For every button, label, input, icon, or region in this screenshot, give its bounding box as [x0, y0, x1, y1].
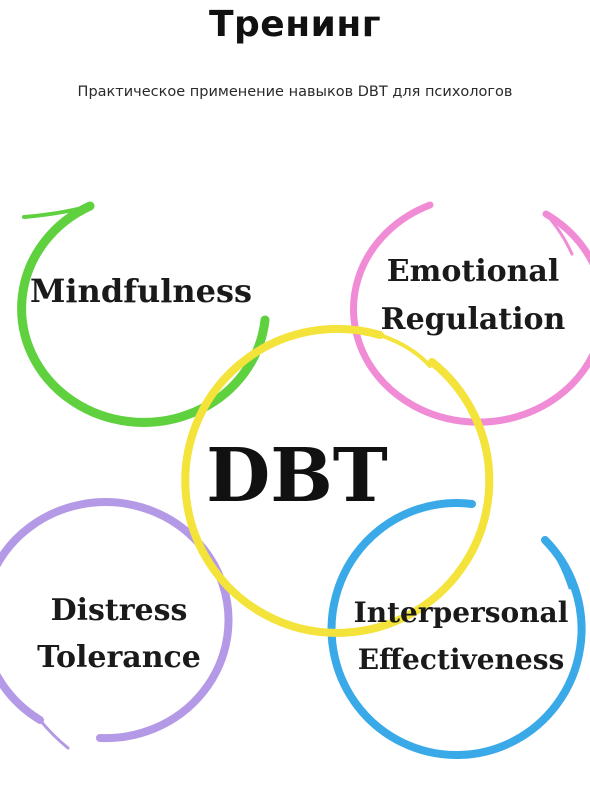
mindfulness-ring-stroke — [17, 201, 270, 427]
distress-tolerance-ring-tail — [38, 718, 70, 750]
distress-tolerance-ring — [0, 498, 233, 750]
emotional-regulation-ring-tail — [544, 212, 574, 256]
emotional-regulation-ring — [350, 201, 590, 426]
dbt-center-ring-tail — [378, 333, 432, 368]
mindfulness-ring-tail — [22, 204, 92, 219]
interpersonal-effectiveness-label-line-1: Interpersonal — [354, 596, 569, 629]
emotional-regulation-label-line-2: Regulation — [381, 302, 566, 337]
distress-tolerance-label-line-2: Tolerance — [37, 640, 201, 675]
distress-tolerance-label-line-1: Distress — [51, 593, 188, 628]
mindfulness-label: Mindfulness — [30, 272, 252, 310]
emotional-regulation-ring-stroke — [350, 201, 590, 426]
page-title: Тренинг — [208, 4, 382, 45]
dbt-center-ring — [181, 324, 494, 637]
interpersonal-effectiveness-ring-stroke — [327, 499, 586, 760]
interpersonal-effectiveness-label-line-2: Effectiveness — [358, 643, 565, 676]
mindfulness-ring — [17, 201, 270, 427]
interpersonal-effectiveness-ring-tail — [543, 538, 572, 590]
emotional-regulation-label-line-1: Emotional — [387, 254, 560, 289]
dbt-center-label: DBT — [206, 433, 388, 519]
distress-tolerance-ring-stroke — [0, 498, 233, 743]
interpersonal-effectiveness-ring — [327, 499, 586, 760]
page-subtitle: Практическое применение навыков DBT для … — [77, 84, 513, 100]
dbt-center-ring-stroke — [181, 324, 494, 637]
